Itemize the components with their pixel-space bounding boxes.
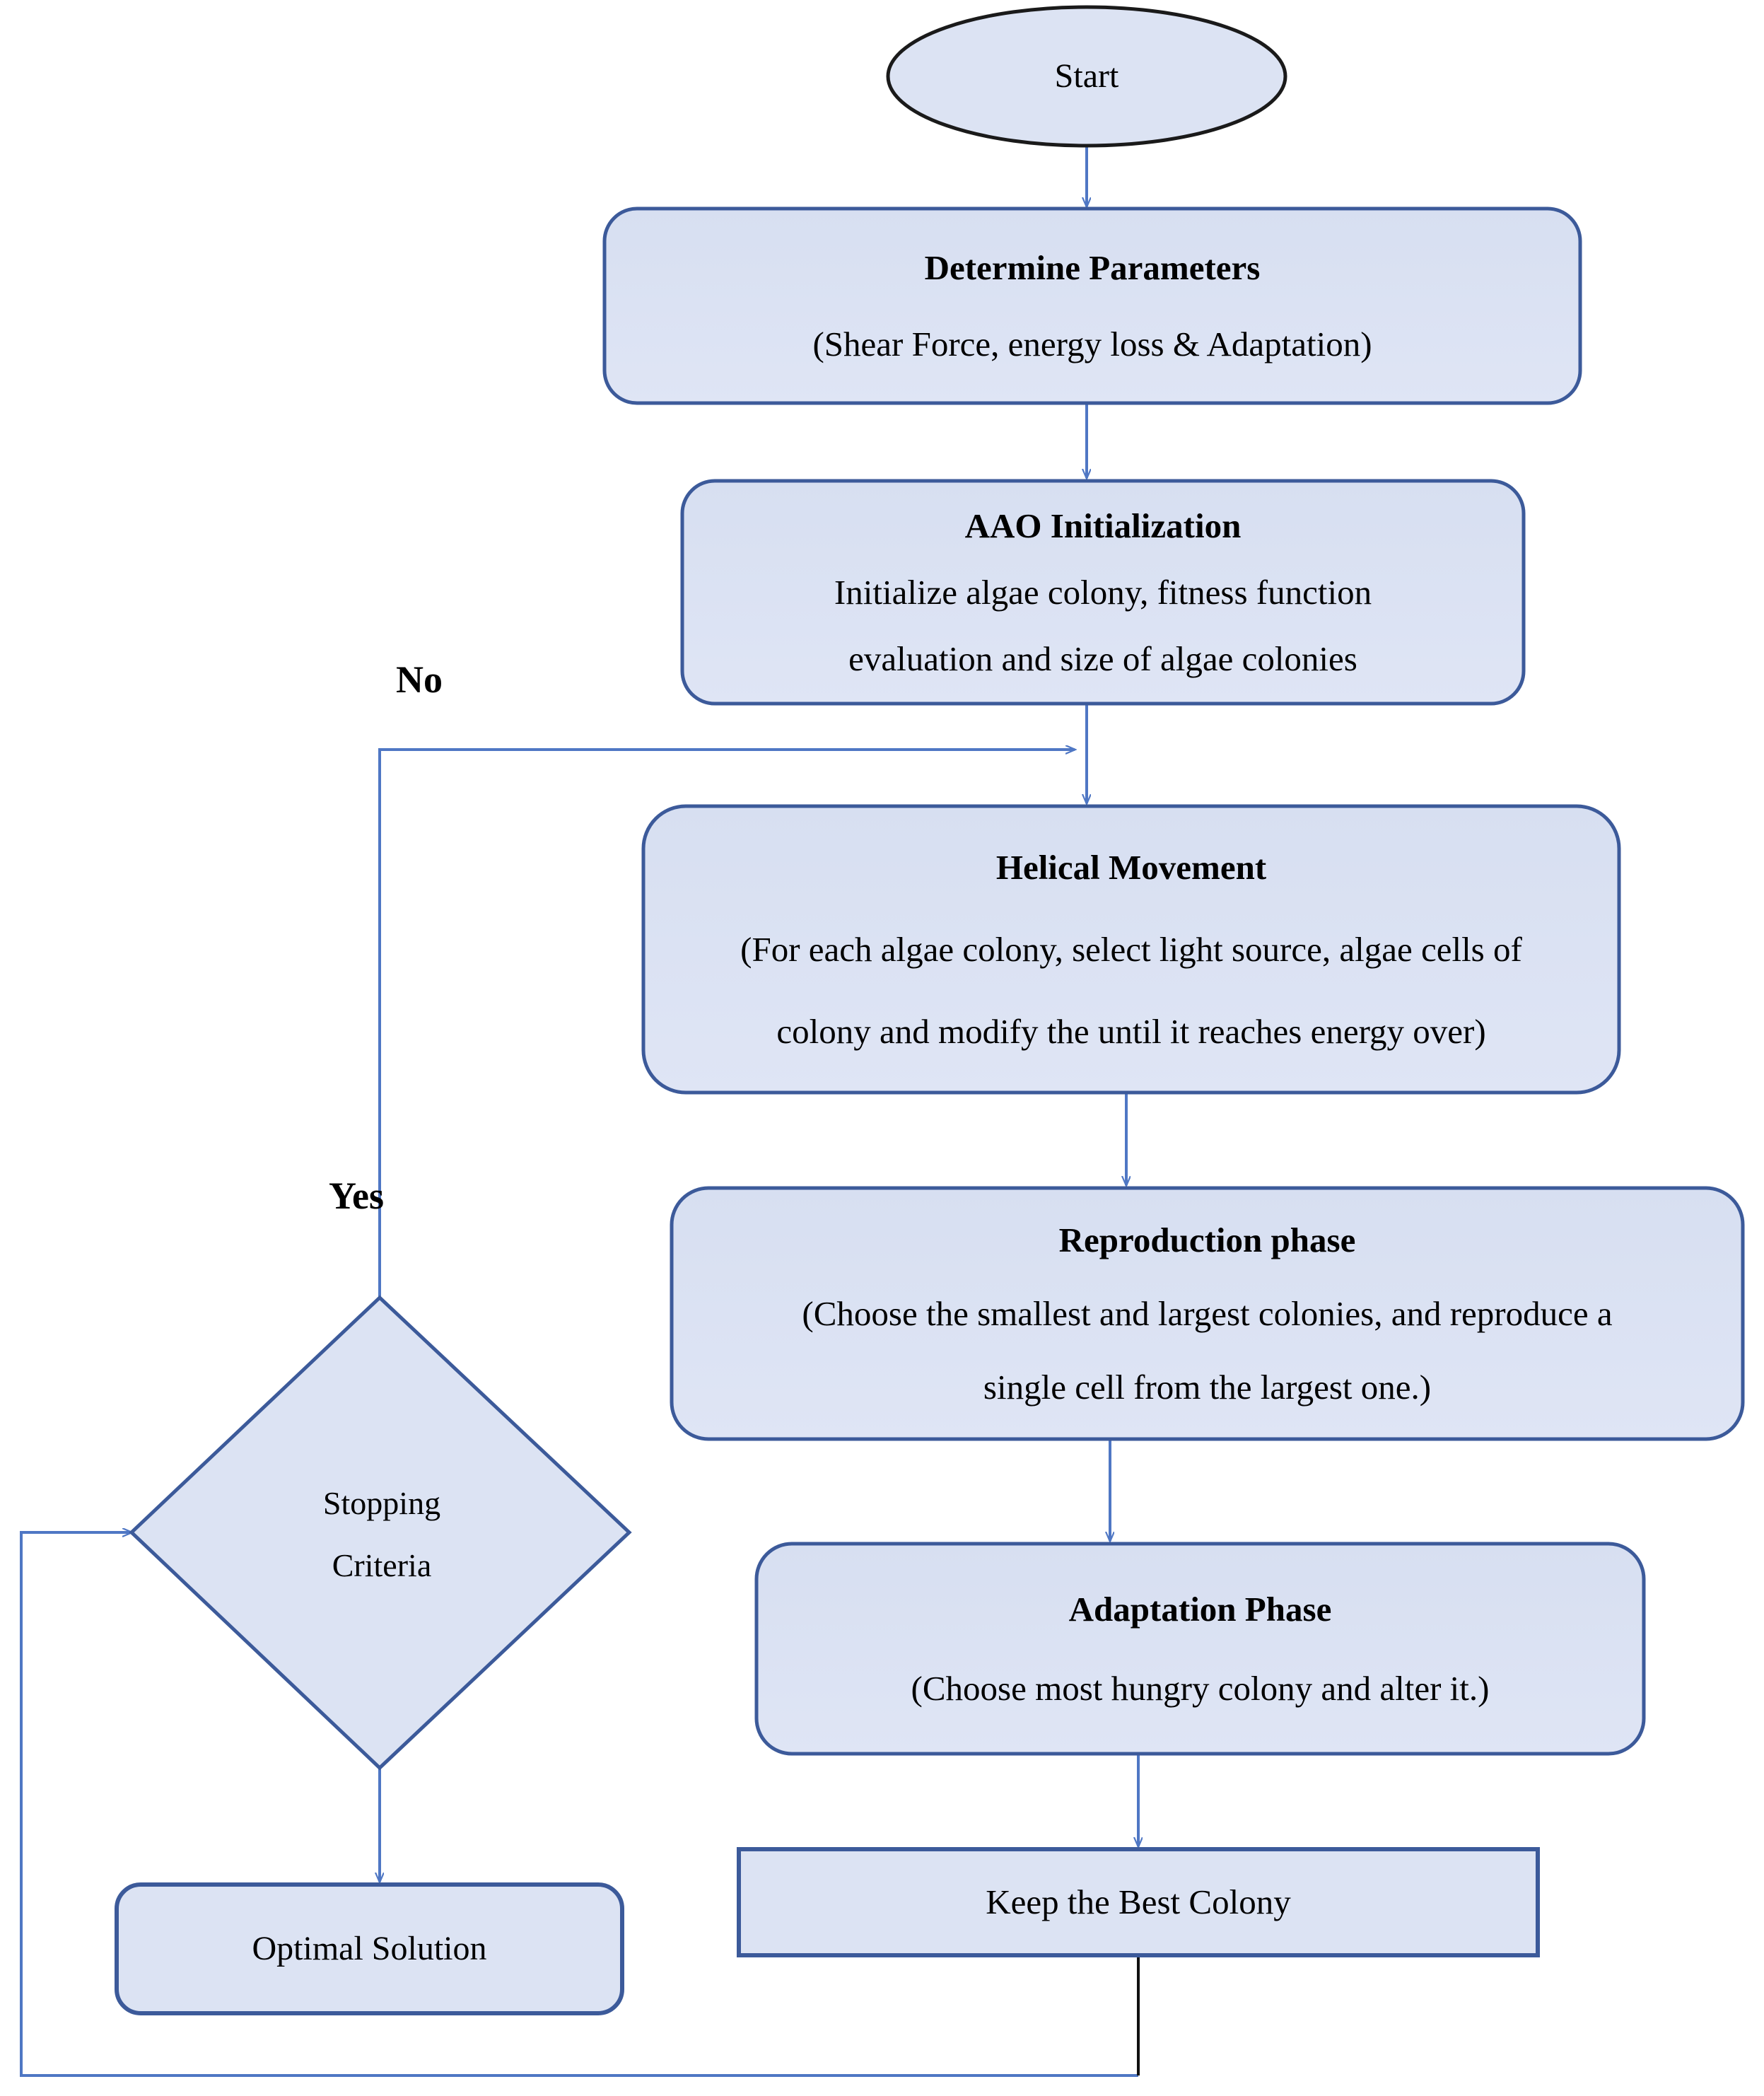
- edge-label-no-text: No: [396, 658, 443, 701]
- node-keep-the-best-colony[interactable]: [737, 1847, 1540, 1957]
- node-adaptation-phase[interactable]: [754, 1542, 1646, 1756]
- edge-label-yes: Yes: [329, 1174, 484, 1218]
- edge-label-yes-text: Yes: [329, 1175, 384, 1217]
- node-determine-parameters[interactable]: [602, 206, 1582, 405]
- node-stopping-criteria[interactable]: [129, 1295, 632, 1771]
- edge-loop-to-stopping-criteria: [20, 1532, 1138, 2077]
- node-helical-movement[interactable]: [641, 804, 1621, 1095]
- node-optimal-solution[interactable]: [115, 1882, 624, 2015]
- edge-no-feedback: [378, 750, 1075, 1298]
- connector-group: [20, 145, 1138, 2077]
- edge-label-no: No: [396, 658, 523, 701]
- node-reproduction-phase[interactable]: [670, 1186, 1745, 1441]
- node-start[interactable]: [886, 5, 1287, 148]
- node-aao-initialization[interactable]: [680, 479, 1526, 706]
